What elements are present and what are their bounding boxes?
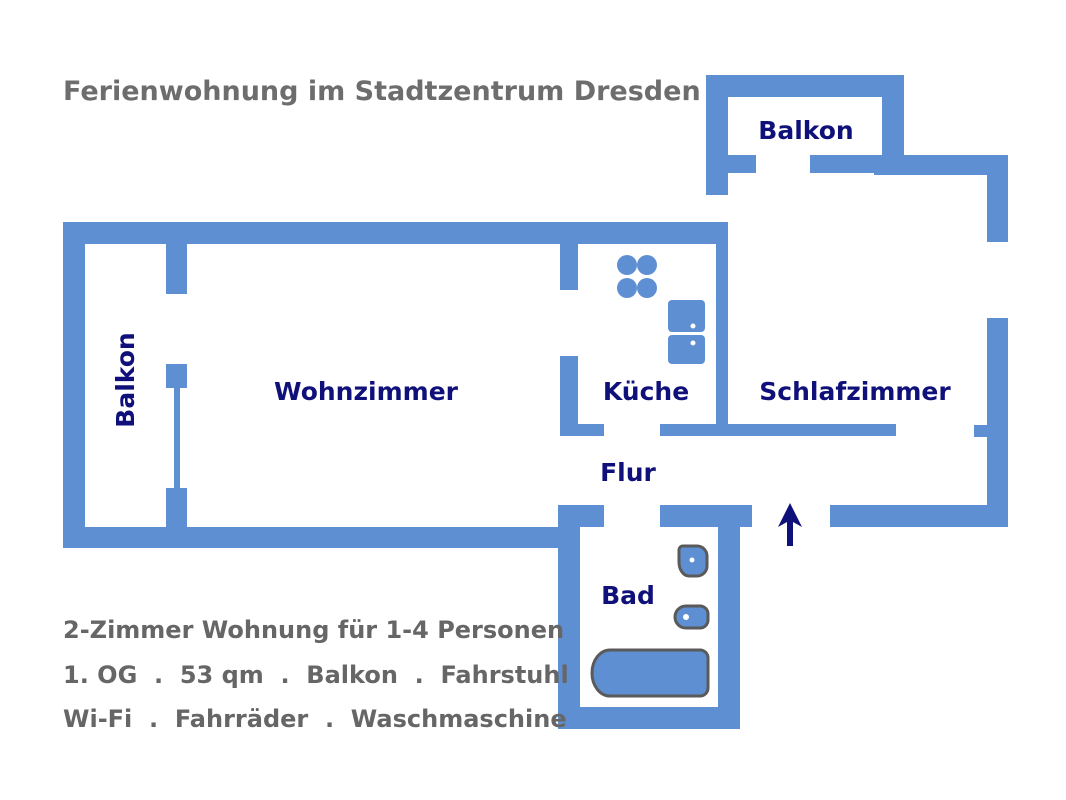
room-label-kueche: Küche: [603, 377, 689, 406]
info-line-1: 2-Zimmer Wohnung für 1-4 Personen: [63, 616, 564, 644]
room-label-balkon-left: Balkon: [111, 332, 140, 427]
stove-icon: [617, 255, 657, 298]
kitchen-cabinet-icon: [668, 300, 705, 364]
sink-icon: [677, 544, 709, 578]
info-line-3: Wi-Fi . Fahrräder . Waschmaschine: [63, 705, 567, 733]
bathtub-icon: [590, 648, 710, 698]
walls: [63, 75, 1008, 729]
info-line-2: 1. OG . 53 qm . Balkon . Fahrstuhl: [63, 661, 569, 689]
toilet-icon: [673, 604, 710, 630]
plan-title: Ferienwohnung im Stadtzentrum Dresden: [63, 76, 701, 107]
room-label-flur: Flur: [600, 458, 656, 487]
room-label-wohnzimmer: Wohnzimmer: [274, 377, 459, 406]
room-label-balkon-top: Balkon: [758, 116, 853, 145]
entrance-arrow-icon: [778, 503, 802, 546]
room-label-bad: Bad: [601, 581, 655, 610]
room-label-schlafzimmer: Schlafzimmer: [759, 377, 951, 406]
